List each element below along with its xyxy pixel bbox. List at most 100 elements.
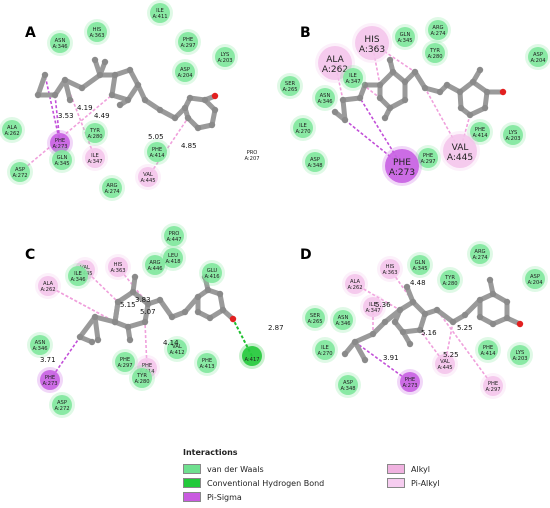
residue-name: ASP: [180, 67, 190, 73]
panel-label: A: [25, 25, 36, 41]
distance-label: 3.53: [58, 112, 74, 120]
residue-name: GLN: [57, 155, 68, 161]
residue-number: A:345: [397, 38, 412, 44]
legend-swatch-alkyl: [387, 464, 405, 474]
residue-number: A:347: [87, 159, 102, 165]
residue-number: A:274: [430, 31, 446, 37]
residue-name: VAL: [440, 359, 450, 365]
residue-name: PRO: [247, 150, 258, 156]
interaction-line: [436, 309, 494, 387]
residue-name: VAL: [80, 265, 90, 271]
residue-name: ASP: [533, 52, 543, 58]
residue-number: A:270: [317, 351, 332, 357]
residue-name: ASN: [35, 340, 46, 346]
residue-number: A:445: [447, 153, 473, 163]
residue-name: ILE: [74, 271, 82, 277]
interaction-line: [359, 97, 403, 167]
residue-number: A:273: [402, 383, 417, 389]
residue-name: ILE: [156, 8, 164, 14]
panel-label: C: [25, 247, 35, 263]
legend-label: Pi-Alkyl: [411, 478, 440, 488]
distance-label: 5.16: [421, 329, 437, 337]
residue-name: ILE: [321, 345, 329, 351]
interaction-line: [47, 285, 116, 323]
residue-name: ARG: [474, 249, 485, 255]
residue-name: ASP: [530, 274, 540, 280]
legend-label: Alkyl: [411, 464, 430, 474]
residue-number: A:204: [177, 73, 193, 79]
interaction-line: [334, 62, 381, 99]
residue-name: TYR: [444, 275, 455, 281]
residue-name: SER: [310, 313, 321, 319]
residue-name: ALA: [7, 125, 18, 131]
distance-label: 3.71: [40, 356, 56, 364]
residue-number: A:414: [480, 351, 496, 357]
residue-number: A:297: [117, 363, 132, 369]
residue-number: A:346: [335, 321, 350, 327]
legend-label: Conventional Hydrogen Bond: [207, 478, 325, 488]
legend-item-pialkyl: Pi-Alkyl: [387, 477, 440, 489]
residue-number: A:280: [134, 379, 149, 385]
distance-label: 3.91: [383, 354, 399, 362]
residue-number: A:412: [169, 350, 184, 356]
residue-number: A:348: [307, 163, 322, 169]
residue-number: A:346: [52, 44, 67, 50]
distance-label: 3.83: [135, 296, 151, 304]
residue-number: A:204: [530, 58, 546, 64]
panel-label: B: [300, 25, 311, 41]
residue-number: A:345: [54, 161, 69, 167]
residue-number: A:363: [382, 270, 397, 276]
residue-name: PHE: [393, 158, 411, 168]
residue-number: A:417: [244, 357, 259, 363]
residue-node: A:417: [239, 343, 265, 369]
interaction-line: [64, 79, 96, 159]
residue-number: A:297: [485, 387, 500, 393]
residue-number: A:445: [140, 178, 155, 184]
residue-name: TYR: [429, 48, 440, 54]
residue-name: ASN: [320, 93, 331, 99]
residue-number: A:274: [472, 255, 488, 261]
residue-name: SER: [285, 81, 296, 87]
residue-name: ALA: [43, 281, 54, 287]
residue-name: PHE: [152, 147, 162, 153]
distance-label: 2.87: [268, 324, 284, 332]
residue-name: PRO: [169, 231, 180, 237]
residue-name: VAL: [452, 143, 469, 153]
panel-c: PROA:447VALA:445HISA:363ARGA:446LEUA:418…: [25, 223, 284, 418]
residue-name: VAL: [172, 344, 182, 350]
interaction-line: [147, 117, 189, 178]
residue-number: A:273: [389, 168, 415, 178]
residue-name: ASP: [57, 400, 67, 406]
residue-number: A:204: [527, 280, 543, 286]
residue-number: A:207: [244, 156, 259, 162]
residue-number: A:273: [42, 381, 57, 387]
panel-b: HISA:363GLNA:345ARGA:274ALAA:262TYRA:280…: [277, 17, 550, 186]
residue-number: A:270: [295, 129, 310, 135]
residue-number: A:418: [165, 259, 180, 265]
